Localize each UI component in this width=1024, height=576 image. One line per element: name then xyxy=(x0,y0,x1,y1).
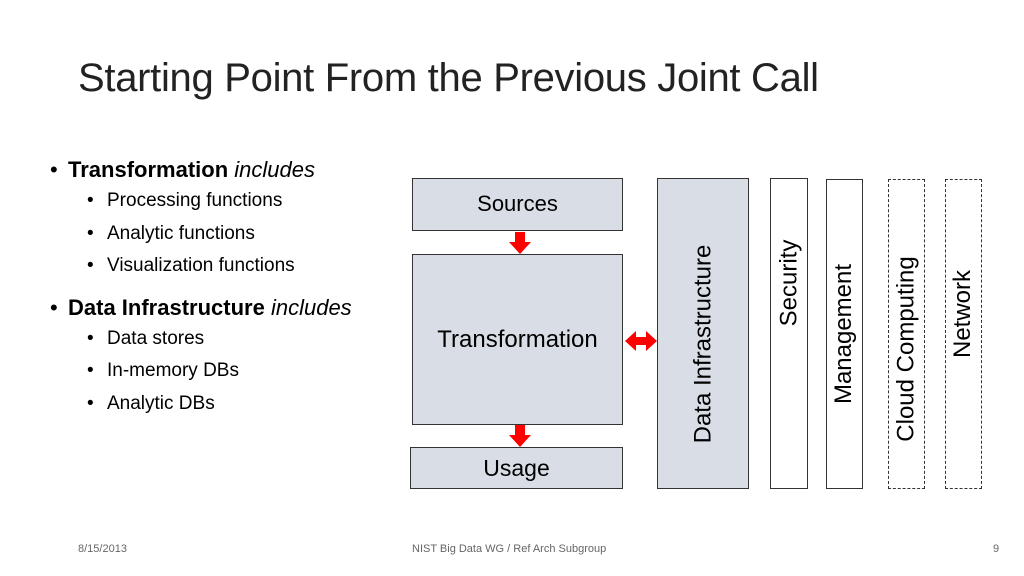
sources-box: Sources xyxy=(412,178,623,231)
sub-bullet: •Data stores xyxy=(87,327,205,349)
sub-bullet-text: Analytic functions xyxy=(107,222,255,244)
bullet-bold: Data Infrastructure xyxy=(68,294,265,320)
sources-label: Sources xyxy=(477,191,558,216)
sub-bullet: •In-memory DBs xyxy=(87,360,239,381)
sub-bullet-text: In-memory DBs xyxy=(107,360,239,381)
bullet-italic: includes xyxy=(270,294,352,320)
usage-label: Usage xyxy=(483,454,550,481)
bullet-list: •Transformation includes •Processing fun… xyxy=(50,155,420,420)
sub-bullet: •Visualization functions xyxy=(87,255,295,276)
cloud-computing-box: Cloud Computing xyxy=(888,179,925,489)
sub-bullet-text: Analytic DBs xyxy=(107,392,215,414)
bullet-data-infrastructure: • Data Infrastructure includes xyxy=(50,293,420,323)
sub-bullet-text: Processing functions xyxy=(107,190,283,211)
usage-box: Usage xyxy=(410,447,623,489)
bullet-transformation: • Transformation includes xyxy=(50,155,420,185)
slide-title: Starting Point From the Previous Joint C… xyxy=(78,56,819,100)
bullet-dot: • xyxy=(50,157,58,182)
footer-date: 8/15/2013 xyxy=(78,543,127,555)
transformation-box: Transformation xyxy=(412,254,623,425)
security-box: Security xyxy=(770,178,808,489)
bullet-italic: includes xyxy=(234,157,315,182)
bullet-dot: • xyxy=(50,294,58,320)
sub-bullet-text: Data stores xyxy=(107,327,205,349)
data-infrastructure-box: Data Infrastructure xyxy=(657,178,749,489)
management-box: Management xyxy=(826,179,863,489)
network-box: Network xyxy=(945,179,982,489)
footer-center: NIST Big Data WG / Ref Arch Subgroup xyxy=(412,543,607,555)
footer-page-number: 9 xyxy=(993,543,1000,555)
double-arrow-icon xyxy=(625,331,657,351)
sub-bullet: •Processing functions xyxy=(87,190,283,211)
transformation-label: Transformation xyxy=(437,325,598,353)
bullet-bold: Transformation xyxy=(68,157,229,182)
down-arrow-icon xyxy=(509,425,531,447)
sub-bullet: •Analytic functions xyxy=(87,222,255,244)
down-arrow-icon xyxy=(509,232,531,254)
sub-bullet-text: Visualization functions xyxy=(107,255,295,276)
sub-bullet: •Analytic DBs xyxy=(87,392,215,414)
